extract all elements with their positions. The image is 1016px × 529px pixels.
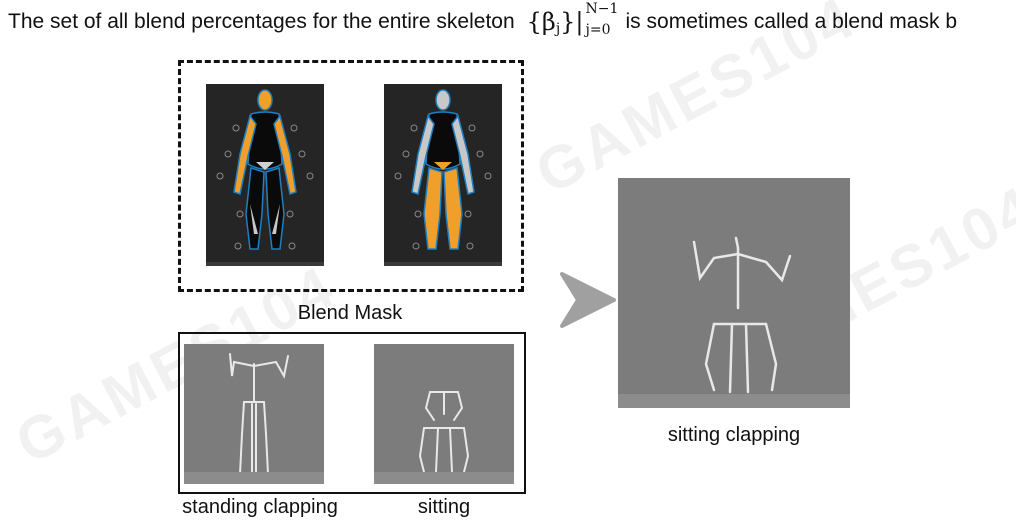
formula-sub-j: j [555, 21, 561, 37]
standing-clapping-caption: standing clapping [182, 496, 338, 518]
headline-text-before: The set of all blend percentages for the… [8, 10, 515, 33]
blend-mask-box [178, 60, 524, 292]
blend-mask-caption: Blend Mask [297, 302, 403, 324]
headline: The set of all blend percentages for the… [8, 1, 957, 38]
skeleton-icon [618, 236, 850, 408]
formula-main: {β [526, 8, 556, 36]
formula-close: }| [560, 8, 584, 36]
chevron-right-icon [556, 268, 620, 332]
sitting-clapping-result-image [618, 178, 850, 408]
sitting-caption: sitting [417, 496, 471, 518]
body-figure-icon [216, 89, 314, 250]
skeleton-icon [374, 391, 514, 484]
skeleton-icon [184, 353, 324, 484]
sitting-clapping-caption: sitting clapping [667, 424, 801, 446]
formula-sub: j=0 [585, 22, 611, 38]
sitting-pose-image [374, 344, 514, 484]
source-animations-box [178, 332, 526, 494]
headline-text-after: is sometimes called a blend mask b [625, 10, 957, 33]
body-figure-icon [394, 89, 492, 250]
standing-clapping-pose-image [184, 344, 324, 484]
blend-mask-lower-body-image [384, 84, 502, 266]
formula-sup: N−1 [585, 1, 619, 17]
blend-mask-upper-body-image [206, 84, 324, 266]
